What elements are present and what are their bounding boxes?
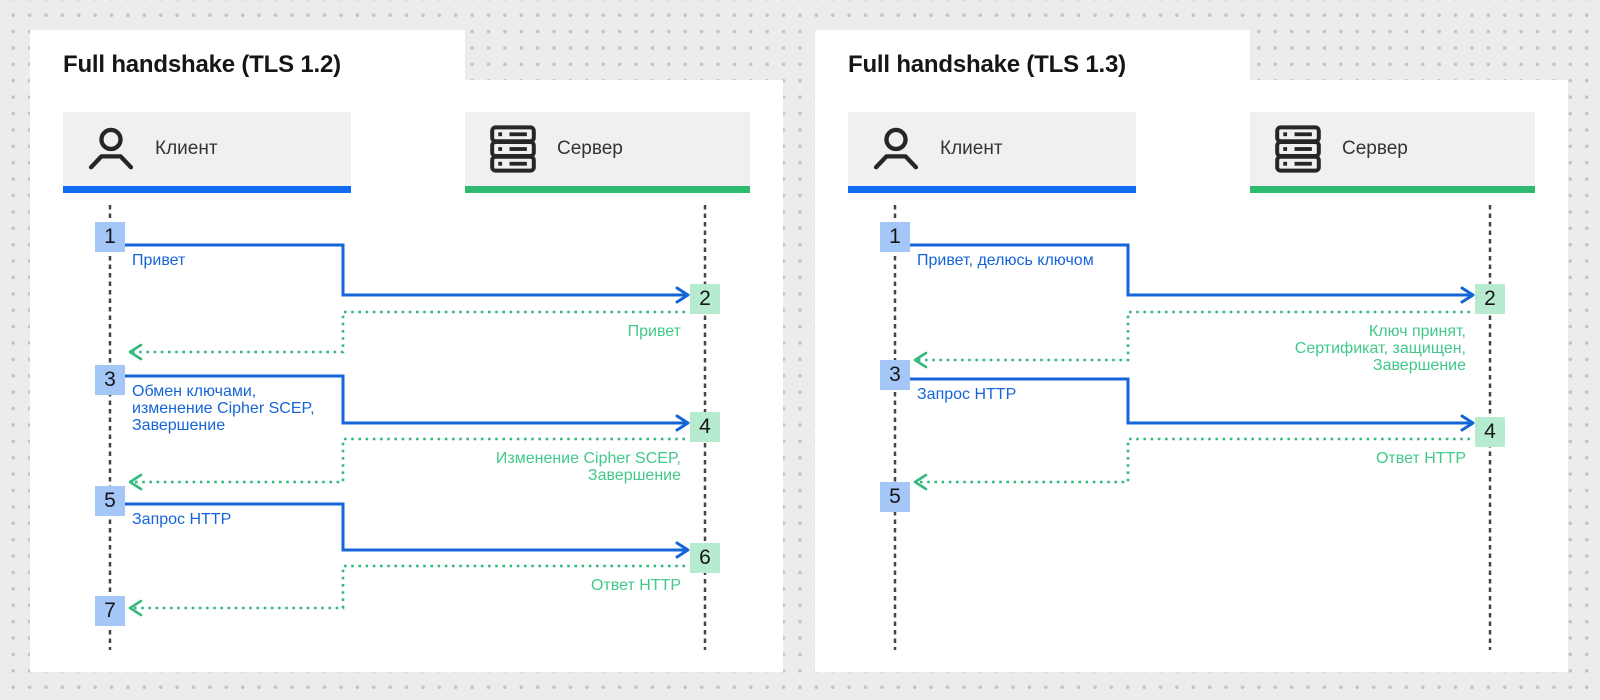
response-arrow — [128, 564, 685, 617]
step-badge-7: 7 — [95, 596, 125, 626]
server-accent-bar — [465, 186, 750, 193]
server-stack-icon — [490, 125, 536, 173]
client-accent-bar — [63, 186, 351, 193]
request-arrow — [910, 243, 1475, 304]
request-label: Привет — [132, 252, 186, 269]
server-accent-bar — [1250, 186, 1535, 193]
response-label: Ответ HTTP — [590, 577, 681, 594]
step-badge-5: 5 — [95, 486, 125, 516]
client-actor-box: Клиент — [63, 112, 351, 186]
request-label: Привет, делюсь ключом — [917, 252, 1094, 269]
request-arrow — [125, 502, 690, 559]
step-badge-1: 1 — [880, 222, 910, 252]
step-badge-2: 2 — [690, 284, 720, 314]
person-icon — [88, 127, 134, 170]
panel-title-tab — [30, 30, 465, 80]
step-badge-4: 4 — [1475, 417, 1505, 447]
client-accent-bar — [848, 186, 1136, 193]
person-icon — [873, 127, 919, 170]
response-label: Ключ принят, Сертификат, защищен, Заверш… — [1294, 323, 1466, 374]
response-arrow — [128, 310, 685, 361]
request-arrow — [125, 374, 690, 432]
client-actor-label: Клиент — [155, 138, 218, 159]
server-actor-box: Сервер — [465, 112, 750, 186]
response-arrow — [128, 437, 685, 491]
client-actor-box: Клиент — [848, 112, 1136, 186]
response-arrow — [913, 437, 1470, 491]
request-label: Запрос HTTP — [917, 386, 1017, 403]
step-badge-4: 4 — [690, 412, 720, 442]
server-actor-label: Сервер — [1342, 138, 1408, 159]
step-badge-3: 3 — [95, 365, 125, 395]
step-badge-2: 2 — [1475, 284, 1505, 314]
response-label: Ответ HTTP — [1375, 450, 1466, 467]
request-label: Запрос HTTP — [132, 511, 232, 528]
request-arrow — [910, 377, 1475, 432]
client-actor-label: Клиент — [940, 138, 1003, 159]
response-label: Изменение Cipher SCEP, Завершение — [495, 450, 681, 484]
response-arrow — [913, 310, 1470, 369]
request-arrow — [125, 243, 690, 304]
server-actor-label: Сервер — [557, 138, 623, 159]
panel-title: Full handshake (TLS 1.2) — [63, 51, 341, 78]
response-label: Привет — [627, 323, 681, 340]
panel-title: Full handshake (TLS 1.3) — [848, 51, 1126, 78]
step-badge-3: 3 — [880, 360, 910, 390]
step-badge-5: 5 — [880, 482, 910, 512]
panel-title-tab — [815, 30, 1250, 80]
server-stack-icon — [1275, 125, 1321, 173]
request-label: Обмен ключами, изменение Cipher SCEP, За… — [132, 383, 315, 434]
step-badge-6: 6 — [690, 543, 720, 573]
tls-1-2-panel: Full handshake (TLS 1.2) Клиент Сервер — [30, 30, 783, 672]
server-actor-box: Сервер — [1250, 112, 1535, 186]
step-badge-1: 1 — [95, 222, 125, 252]
tls-1-3-panel: Full handshake (TLS 1.3) Клиент Сервер — [815, 30, 1568, 672]
